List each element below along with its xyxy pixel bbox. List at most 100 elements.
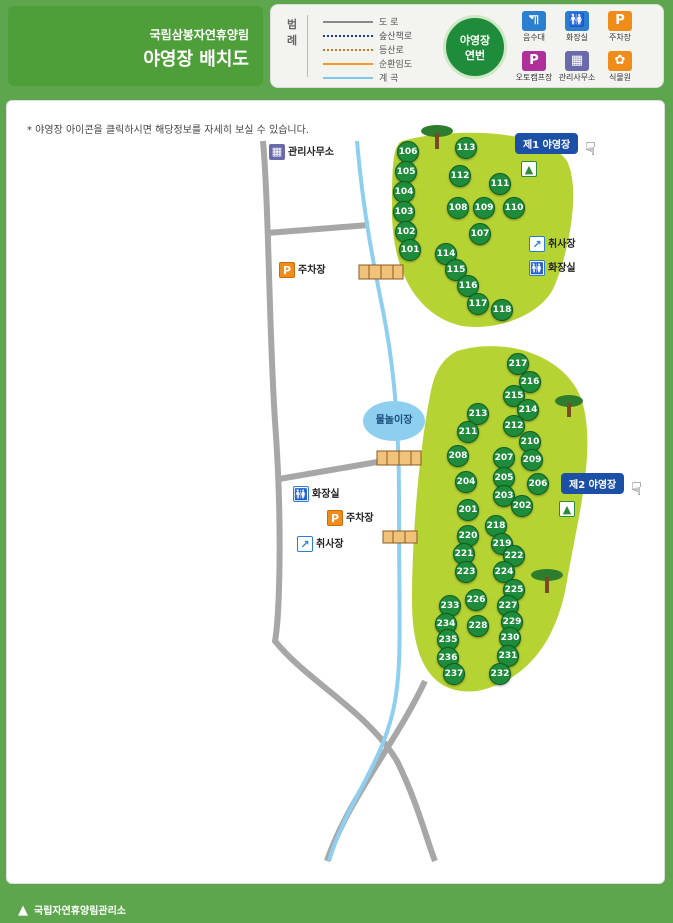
legend-office: ▦ 관리사무소 <box>558 51 596 82</box>
legend-stream: 계 곡 <box>323 71 413 84</box>
office-icon: ▦ <box>565 51 589 71</box>
campsite-marker[interactable]: 109 <box>473 197 495 219</box>
campsite-marker[interactable]: 210 <box>519 431 541 453</box>
bridge-3 <box>382 530 418 544</box>
water-tap-icon: ⛠ <box>522 11 546 31</box>
forest-service-logo-icon: ▲ <box>18 903 28 918</box>
legend-hiking-trail: 등산로 <box>323 43 413 56</box>
parking-icon: P <box>608 11 632 31</box>
map-panel: * 야영장 아이콘을 클릭하시면 해당정보를 자세히 보실 수 있습니다. <box>6 100 665 884</box>
campsite-marker[interactable]: 111 <box>489 173 511 195</box>
road-mid <box>278 458 384 482</box>
restroom-icon: 🚻 <box>529 260 545 276</box>
campsite-marker[interactable]: 207 <box>493 447 515 469</box>
restroom-icon: 🚻 <box>565 11 589 31</box>
restroom-facility-1[interactable]: 🚻화장실 <box>529 260 576 276</box>
campsite-marker[interactable]: 208 <box>447 445 469 467</box>
cooking-facility-1[interactable]: ↗취사장 <box>529 235 576 252</box>
campsite-marker[interactable]: 232 <box>489 663 511 685</box>
campsite-marker[interactable]: 104 <box>393 181 415 203</box>
legend-forest-trail: 숲산책로 <box>323 29 413 42</box>
campsite-marker[interactable]: 102 <box>395 221 417 243</box>
campsite-marker[interactable]: 108 <box>447 197 469 219</box>
cooking-icon: ↗ <box>297 536 313 552</box>
legend-road: 도 로 <box>323 15 413 28</box>
tree-icon <box>555 395 583 417</box>
campsite-marker[interactable]: 103 <box>393 201 415 223</box>
campsite-marker[interactable]: 105 <box>395 161 417 183</box>
campsite-marker[interactable]: 113 <box>455 137 477 159</box>
campsite-marker[interactable]: 224 <box>493 561 515 583</box>
footer-org: 국립자연휴양림관리소 <box>34 906 126 917</box>
campsite-marker[interactable]: 116 <box>457 275 479 297</box>
legend-restroom: 🚻 화장실 <box>565 11 589 42</box>
zone1-label[interactable]: 제1 야영장 <box>515 133 579 154</box>
bridge-1 <box>358 264 404 280</box>
campsite-marker[interactable]: 118 <box>491 299 513 321</box>
cooking-icon: ↗ <box>529 236 545 252</box>
footer: ▲ 국립자연휴양림관리소 <box>0 896 673 923</box>
botanical-garden-icon: ✿ <box>608 51 632 71</box>
road-left <box>260 140 438 863</box>
campsite-marker[interactable]: 101 <box>399 239 421 261</box>
legend-auto-camp: P 오토캠프장 <box>515 51 553 82</box>
campsite-marker[interactable]: 201 <box>457 499 479 521</box>
campsite-marker[interactable]: 112 <box>449 165 471 187</box>
map-notice: * 야영장 아이콘을 클릭하시면 해당정보를 자세히 보실 수 있습니다. <box>27 125 310 136</box>
tent-icon: ▲ <box>559 501 575 517</box>
campsite-marker[interactable]: 233 <box>439 595 461 617</box>
pointer-hand-icon: ☟ <box>631 479 642 500</box>
tree-icon <box>421 125 453 149</box>
legend: 범례 도 로 숲산책로 등산로 순환임도 계 곡 야영장 연번 ⛠ 음수대 🚻 … <box>270 4 664 88</box>
restroom-icon: 🚻 <box>293 486 309 502</box>
legend-water-tap: ⛠ 음수대 <box>522 11 546 42</box>
campsite-marker[interactable]: 214 <box>517 399 539 421</box>
cooking-facility-2[interactable]: ↗취사장 <box>297 535 344 552</box>
bridge-2 <box>376 450 422 466</box>
campsite-marker[interactable]: 204 <box>455 471 477 493</box>
campsite-marker[interactable]: 107 <box>469 223 491 245</box>
title-box: 국립삼봉자연휴양림 야영장 배치도 <box>8 6 263 86</box>
campsite-marker[interactable]: 211 <box>457 421 479 443</box>
auto-camp-icon: P <box>522 51 546 71</box>
legend-forest-road: 순환임도 <box>323 57 413 70</box>
campsite-marker[interactable]: 216 <box>519 371 541 393</box>
campsite-marker[interactable]: 228 <box>467 615 489 637</box>
campsite-marker[interactable]: 217 <box>507 353 529 375</box>
legend-tag: 범례 <box>287 18 298 47</box>
campsite-marker[interactable]: 226 <box>465 589 487 611</box>
restroom-facility-2[interactable]: 🚻화장실 <box>293 486 340 502</box>
campsite-marker[interactable]: 117 <box>467 293 489 315</box>
office-icon: ▦ <box>269 144 285 160</box>
legend-parking: P 주차장 <box>608 11 632 42</box>
road-top <box>266 222 370 236</box>
legend-site-number: 야영장 연번 <box>443 15 507 79</box>
page-subtitle: 국립삼봉자연휴양림 <box>149 28 249 42</box>
tent-icon: ▲ <box>521 161 537 177</box>
campsite-marker[interactable]: 203 <box>493 485 515 507</box>
legend-divider <box>307 15 308 77</box>
parking-icon: P <box>327 510 343 526</box>
campsite-marker[interactable]: 223 <box>455 561 477 583</box>
campsite-marker[interactable]: 206 <box>527 473 549 495</box>
campsite-marker[interactable]: 212 <box>503 415 525 437</box>
office-facility[interactable]: ▦관리사무소 <box>269 143 334 160</box>
legend-botanical: ✿ 식물원 <box>608 51 632 82</box>
campsite-marker[interactable]: 237 <box>443 663 465 685</box>
tree-icon <box>531 569 563 593</box>
campsite-marker[interactable]: 213 <box>467 403 489 425</box>
campsite-marker[interactable]: 106 <box>397 141 419 163</box>
campsite-marker[interactable]: 218 <box>485 515 507 537</box>
road-bottom <box>324 679 428 862</box>
page-title: 야영장 배치도 <box>143 49 249 70</box>
parking-icon: P <box>279 262 295 278</box>
campsite-marker[interactable]: 209 <box>521 449 543 471</box>
campsite-marker[interactable]: 110 <box>503 197 525 219</box>
campsite-marker[interactable]: 202 <box>511 495 533 517</box>
campsite-marker[interactable]: 235 <box>437 629 459 651</box>
water-play-area: 물놀이장 <box>363 401 425 441</box>
zone2-label[interactable]: 제2 야영장 <box>561 473 625 494</box>
pointer-hand-icon: ☟ <box>585 139 596 160</box>
